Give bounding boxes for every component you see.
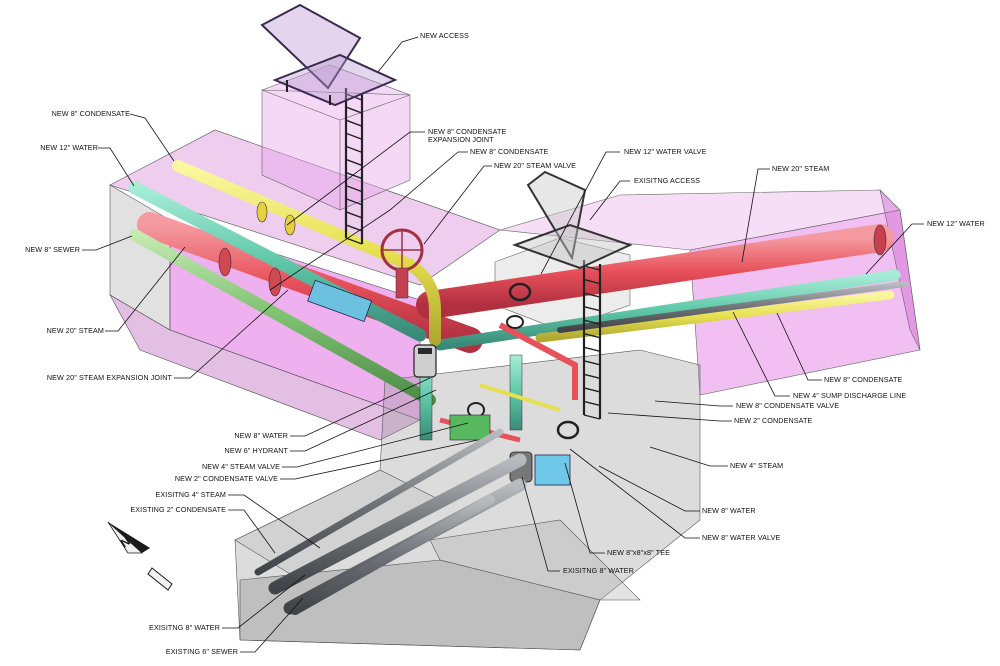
label-new-4-sump-discharge: NEW 4" SUMP DISCHARGE LINE <box>793 391 907 400</box>
ladder-existing-access <box>582 260 602 420</box>
label-new-8-condensate-valve: NEW 8" CONDENSATE VALVE <box>736 401 840 410</box>
new-4-sump-discharge-pipe <box>557 281 908 333</box>
new-6-hydrant <box>413 344 437 378</box>
new-8-sewer-pipe <box>129 229 436 406</box>
label-new-20-steam-expansion-joint: NEW 20" STEAM EXPANSION JOINT <box>46 373 172 382</box>
label-new-8-water-left: NEW 8" WATER <box>234 431 288 440</box>
label-new-2-condensate-valve: NEW 2" CONDENSATE VALVE <box>174 474 278 483</box>
existing-access-hatch <box>512 170 633 270</box>
steam-valve-handwheel <box>380 228 424 299</box>
label-new-6-hydrant: NEW 6" HYDRANT <box>224 446 288 455</box>
label-new-8-condensate: NEW 8" CONDENSATE <box>51 109 130 118</box>
new-access-hatch <box>260 3 398 107</box>
label-new-20-steam-left: NEW 20" STEAM <box>46 326 104 335</box>
label-existing-8-water-bottom: EXISITNG 8" WATER <box>149 623 220 632</box>
label-existing-6-sewer: EXISTING 6" SEWER <box>165 647 238 656</box>
label-existing-8-water-mid: EXISITNG 8" WATER <box>563 566 634 575</box>
label-new-8-water-valve: NEW 8" WATER VALVE <box>702 533 781 542</box>
label-new-12-water-right: NEW 12" WATER <box>927 219 985 228</box>
label-new-20-steam-valve: NEW 20" STEAM VALVE <box>494 161 577 170</box>
label-existing-access: EXISITNG ACCESS <box>634 176 701 185</box>
new-8-water-fittings <box>307 279 571 486</box>
label-new-4-steam-valve: NEW 4" STEAM VALVE <box>202 462 280 471</box>
label-new-4-steam: NEW 4" STEAM <box>730 461 784 470</box>
label-new-12-water-left: NEW 12" WATER <box>40 143 98 152</box>
label-new-8-condensate-mid: NEW 8" CONDENSATE <box>470 147 549 156</box>
new-expansion-joints <box>218 201 296 297</box>
new-8-condensate-pipe <box>172 160 895 346</box>
label-existing-2-condensate: EXISTING 2" CONDENSATE <box>130 505 226 514</box>
label-existing-4-steam: EXISITNG 4" STEAM <box>155 490 226 499</box>
label-new-20-steam-right: NEW 20" STEAM <box>772 164 830 173</box>
ladder-new-access <box>344 88 364 245</box>
label-new-2-condensate: NEW 2" CONDENSATE <box>734 416 813 425</box>
label-new-12-water-valve: NEW 12" WATER VALVE <box>624 147 707 156</box>
label-new-8-condensate-expansion-joint: NEW 8" CONDENSATE EXPANSION JOINT <box>428 127 507 145</box>
label-new-8x8x8-tee: NEW 8"x8"x8" TEE <box>607 548 671 557</box>
label-new-access: NEW ACCESS <box>420 31 469 40</box>
existing-pipes <box>254 428 527 615</box>
access-shaft-top <box>261 64 411 211</box>
label-new-8-condensate-right: NEW 8" CONDENSATE <box>824 375 903 384</box>
label-new-8-sewer: NEW 8" SEWER <box>25 245 80 254</box>
north-arrow: N <box>107 521 173 591</box>
label-new-8-water-right: NEW 8" WATER <box>702 506 756 515</box>
leader-lines <box>82 36 924 653</box>
